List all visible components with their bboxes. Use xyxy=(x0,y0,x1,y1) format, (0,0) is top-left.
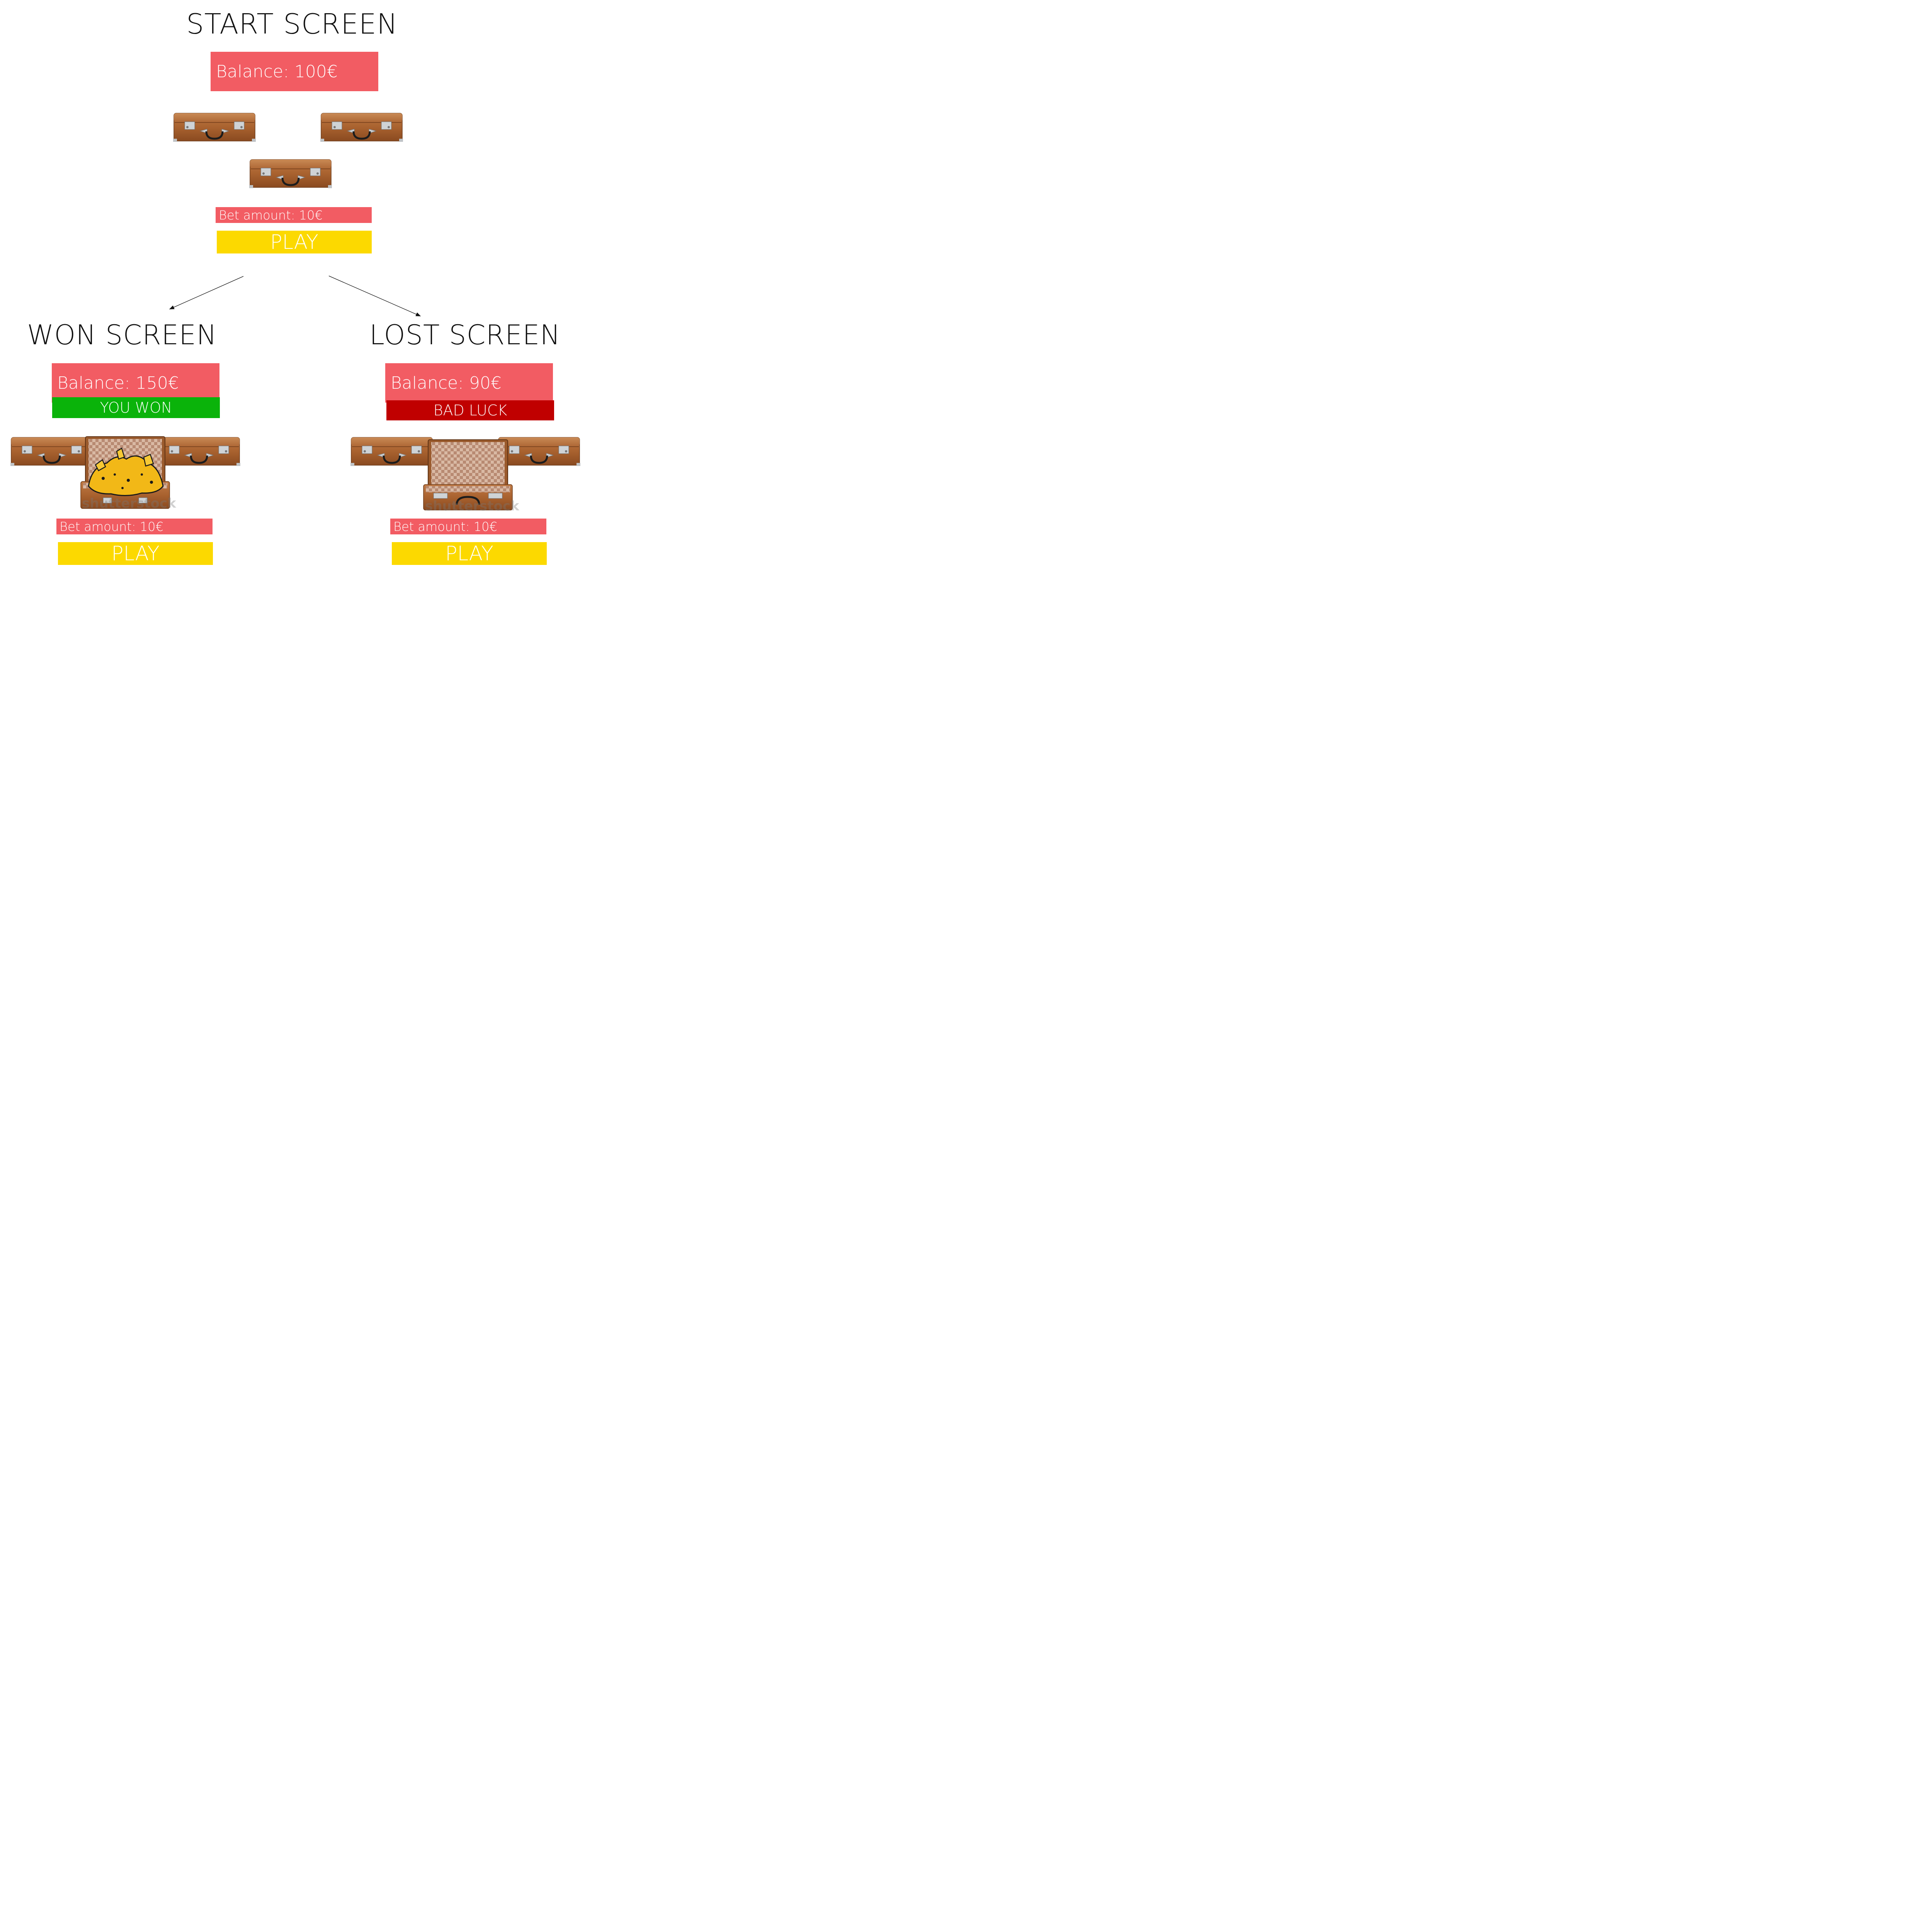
flow-arrows xyxy=(169,276,421,316)
won-screen-title: WON SCREEN xyxy=(27,319,217,351)
start-screen-title: START SCREEN xyxy=(186,8,398,40)
lost-status-banner: BAD LUCK xyxy=(386,400,554,420)
watermark: shutterstock xyxy=(82,496,176,511)
won-status-banner: YOU WON xyxy=(52,397,220,418)
closed-briefcase-icon[interactable] xyxy=(350,436,434,469)
won-balance-display: Balance: 150€ xyxy=(52,363,219,403)
start-balance-display: Balance: 100€ xyxy=(211,52,378,91)
lost-play-button[interactable]: PLAY xyxy=(392,542,547,565)
won-bet-amount-field[interactable]: Bet amount: 10€ xyxy=(56,519,213,534)
lost-screen-title: LOST SCREEN xyxy=(369,319,561,351)
arrow-icon xyxy=(169,276,244,310)
start-play-button[interactable]: PLAY xyxy=(217,231,372,254)
open-briefcase-gold-icon[interactable] xyxy=(80,436,171,509)
won-play-button[interactable]: PLAY xyxy=(58,542,213,565)
arrow-icon xyxy=(328,276,421,316)
lost-balance-display: Balance: 90€ xyxy=(385,363,553,403)
start-bet-amount-field[interactable]: Bet amount: 10€ xyxy=(216,207,372,223)
lost-bet-amount-field[interactable]: Bet amount: 10€ xyxy=(390,519,546,534)
open-briefcase-empty-icon[interactable] xyxy=(423,439,514,511)
watermark: shutterstock xyxy=(425,498,519,514)
